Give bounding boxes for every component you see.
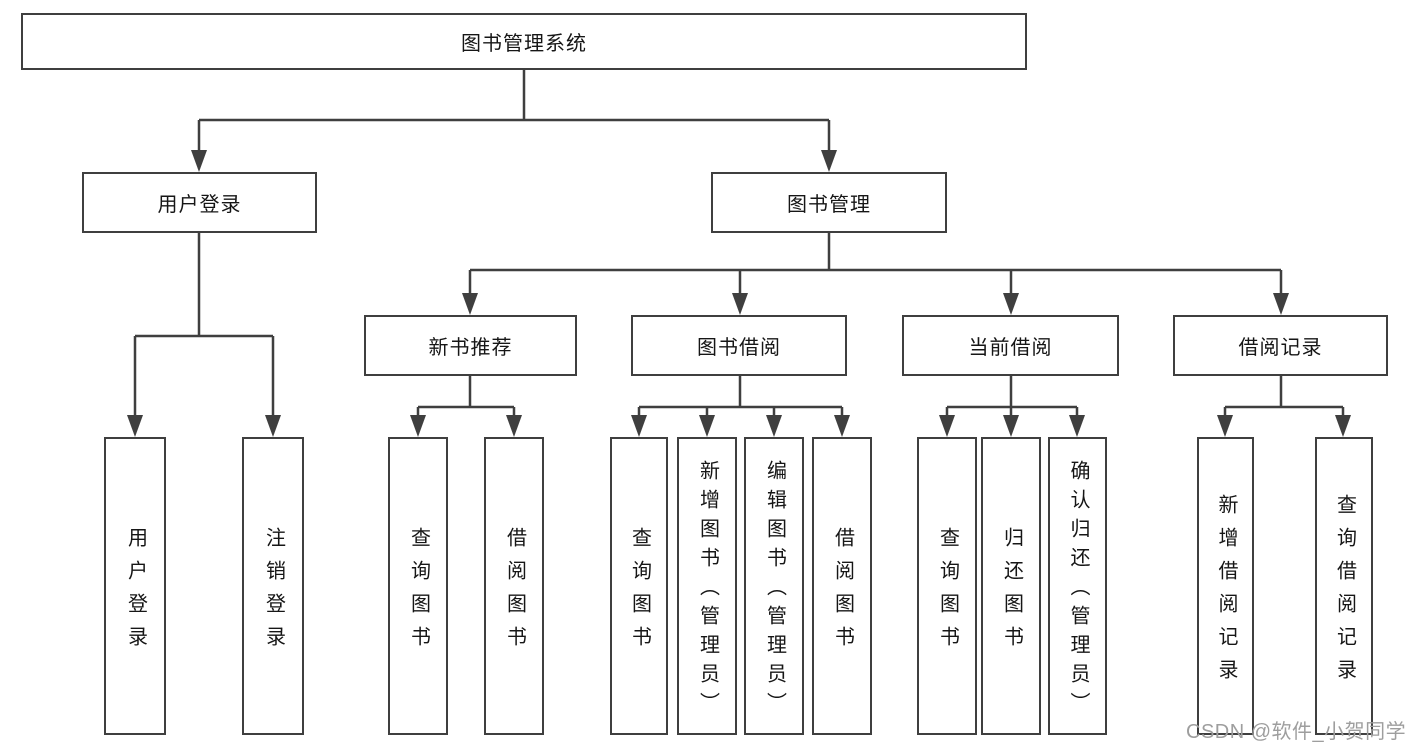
connector-paths xyxy=(133,70,1345,418)
node-user-login: 用户登录 xyxy=(82,172,317,233)
leaf-borrow-books: 借阅图书 xyxy=(812,437,872,735)
node-current-borrowing: 当前借阅 xyxy=(902,315,1119,376)
node-label: 新增图书（管理员） xyxy=(696,460,719,721)
node-label: 新增借阅记录 xyxy=(1215,493,1237,692)
node-label: 查询图书 xyxy=(407,526,430,659)
node-book-borrowing: 图书借阅 xyxy=(631,315,847,376)
leaf-query-books-current: 查询图书 xyxy=(917,437,977,735)
leaf-user-login: 用户登录 xyxy=(104,437,166,735)
leaf-query-books-borrow: 查询图书 xyxy=(610,437,668,735)
node-label: 图书管理 xyxy=(787,194,871,216)
node-label: 新书推荐 xyxy=(428,337,513,359)
leaf-add-borrow-record: 新增借阅记录 xyxy=(1197,437,1254,735)
node-label: 当前借阅 xyxy=(968,337,1053,359)
node-label: 用户登录 xyxy=(157,194,242,216)
node-label: 查询图书 xyxy=(936,526,959,659)
node-label: 图书借阅 xyxy=(697,337,781,359)
node-label: 注销登录 xyxy=(262,526,285,659)
leaf-logout: 注销登录 xyxy=(242,437,304,735)
node-new-book-recommendation: 新书推荐 xyxy=(364,315,577,376)
csdn-watermark: CSDN @软件_小贺同学 xyxy=(1186,721,1405,743)
leaf-add-books-admin: 新增图书（管理员） xyxy=(677,437,737,735)
node-label: 编辑图书（管理员） xyxy=(763,460,786,721)
node-borrowing-records: 借阅记录 xyxy=(1173,315,1388,376)
arrowheads xyxy=(127,150,1351,437)
node-label: 查询借阅记录 xyxy=(1333,493,1356,692)
node-label: 借阅图书 xyxy=(503,526,526,659)
node-label: 用户登录 xyxy=(124,526,147,659)
node-label: 借阅图书 xyxy=(831,526,854,659)
node-label: 借阅记录 xyxy=(1238,337,1323,359)
leaf-return-books: 归还图书 xyxy=(981,437,1041,735)
leaf-edit-books-admin: 编辑图书（管理员） xyxy=(744,437,804,735)
node-book-management: 图书管理 xyxy=(711,172,947,233)
leaf-query-books-recommend: 查询图书 xyxy=(388,437,448,735)
node-label: 归还图书 xyxy=(1000,526,1023,659)
node-label: 图书管理系统 xyxy=(461,33,587,55)
node-label: 确认归还（管理员） xyxy=(1067,460,1089,721)
node-label: 查询图书 xyxy=(628,526,651,659)
leaf-borrow-books-recommend: 借阅图书 xyxy=(484,437,544,735)
node-library-management-system: 图书管理系统 xyxy=(21,13,1027,70)
leaf-query-borrow-record: 查询借阅记录 xyxy=(1315,437,1373,735)
leaf-confirm-return-admin: 确认归还（管理员） xyxy=(1048,437,1107,735)
